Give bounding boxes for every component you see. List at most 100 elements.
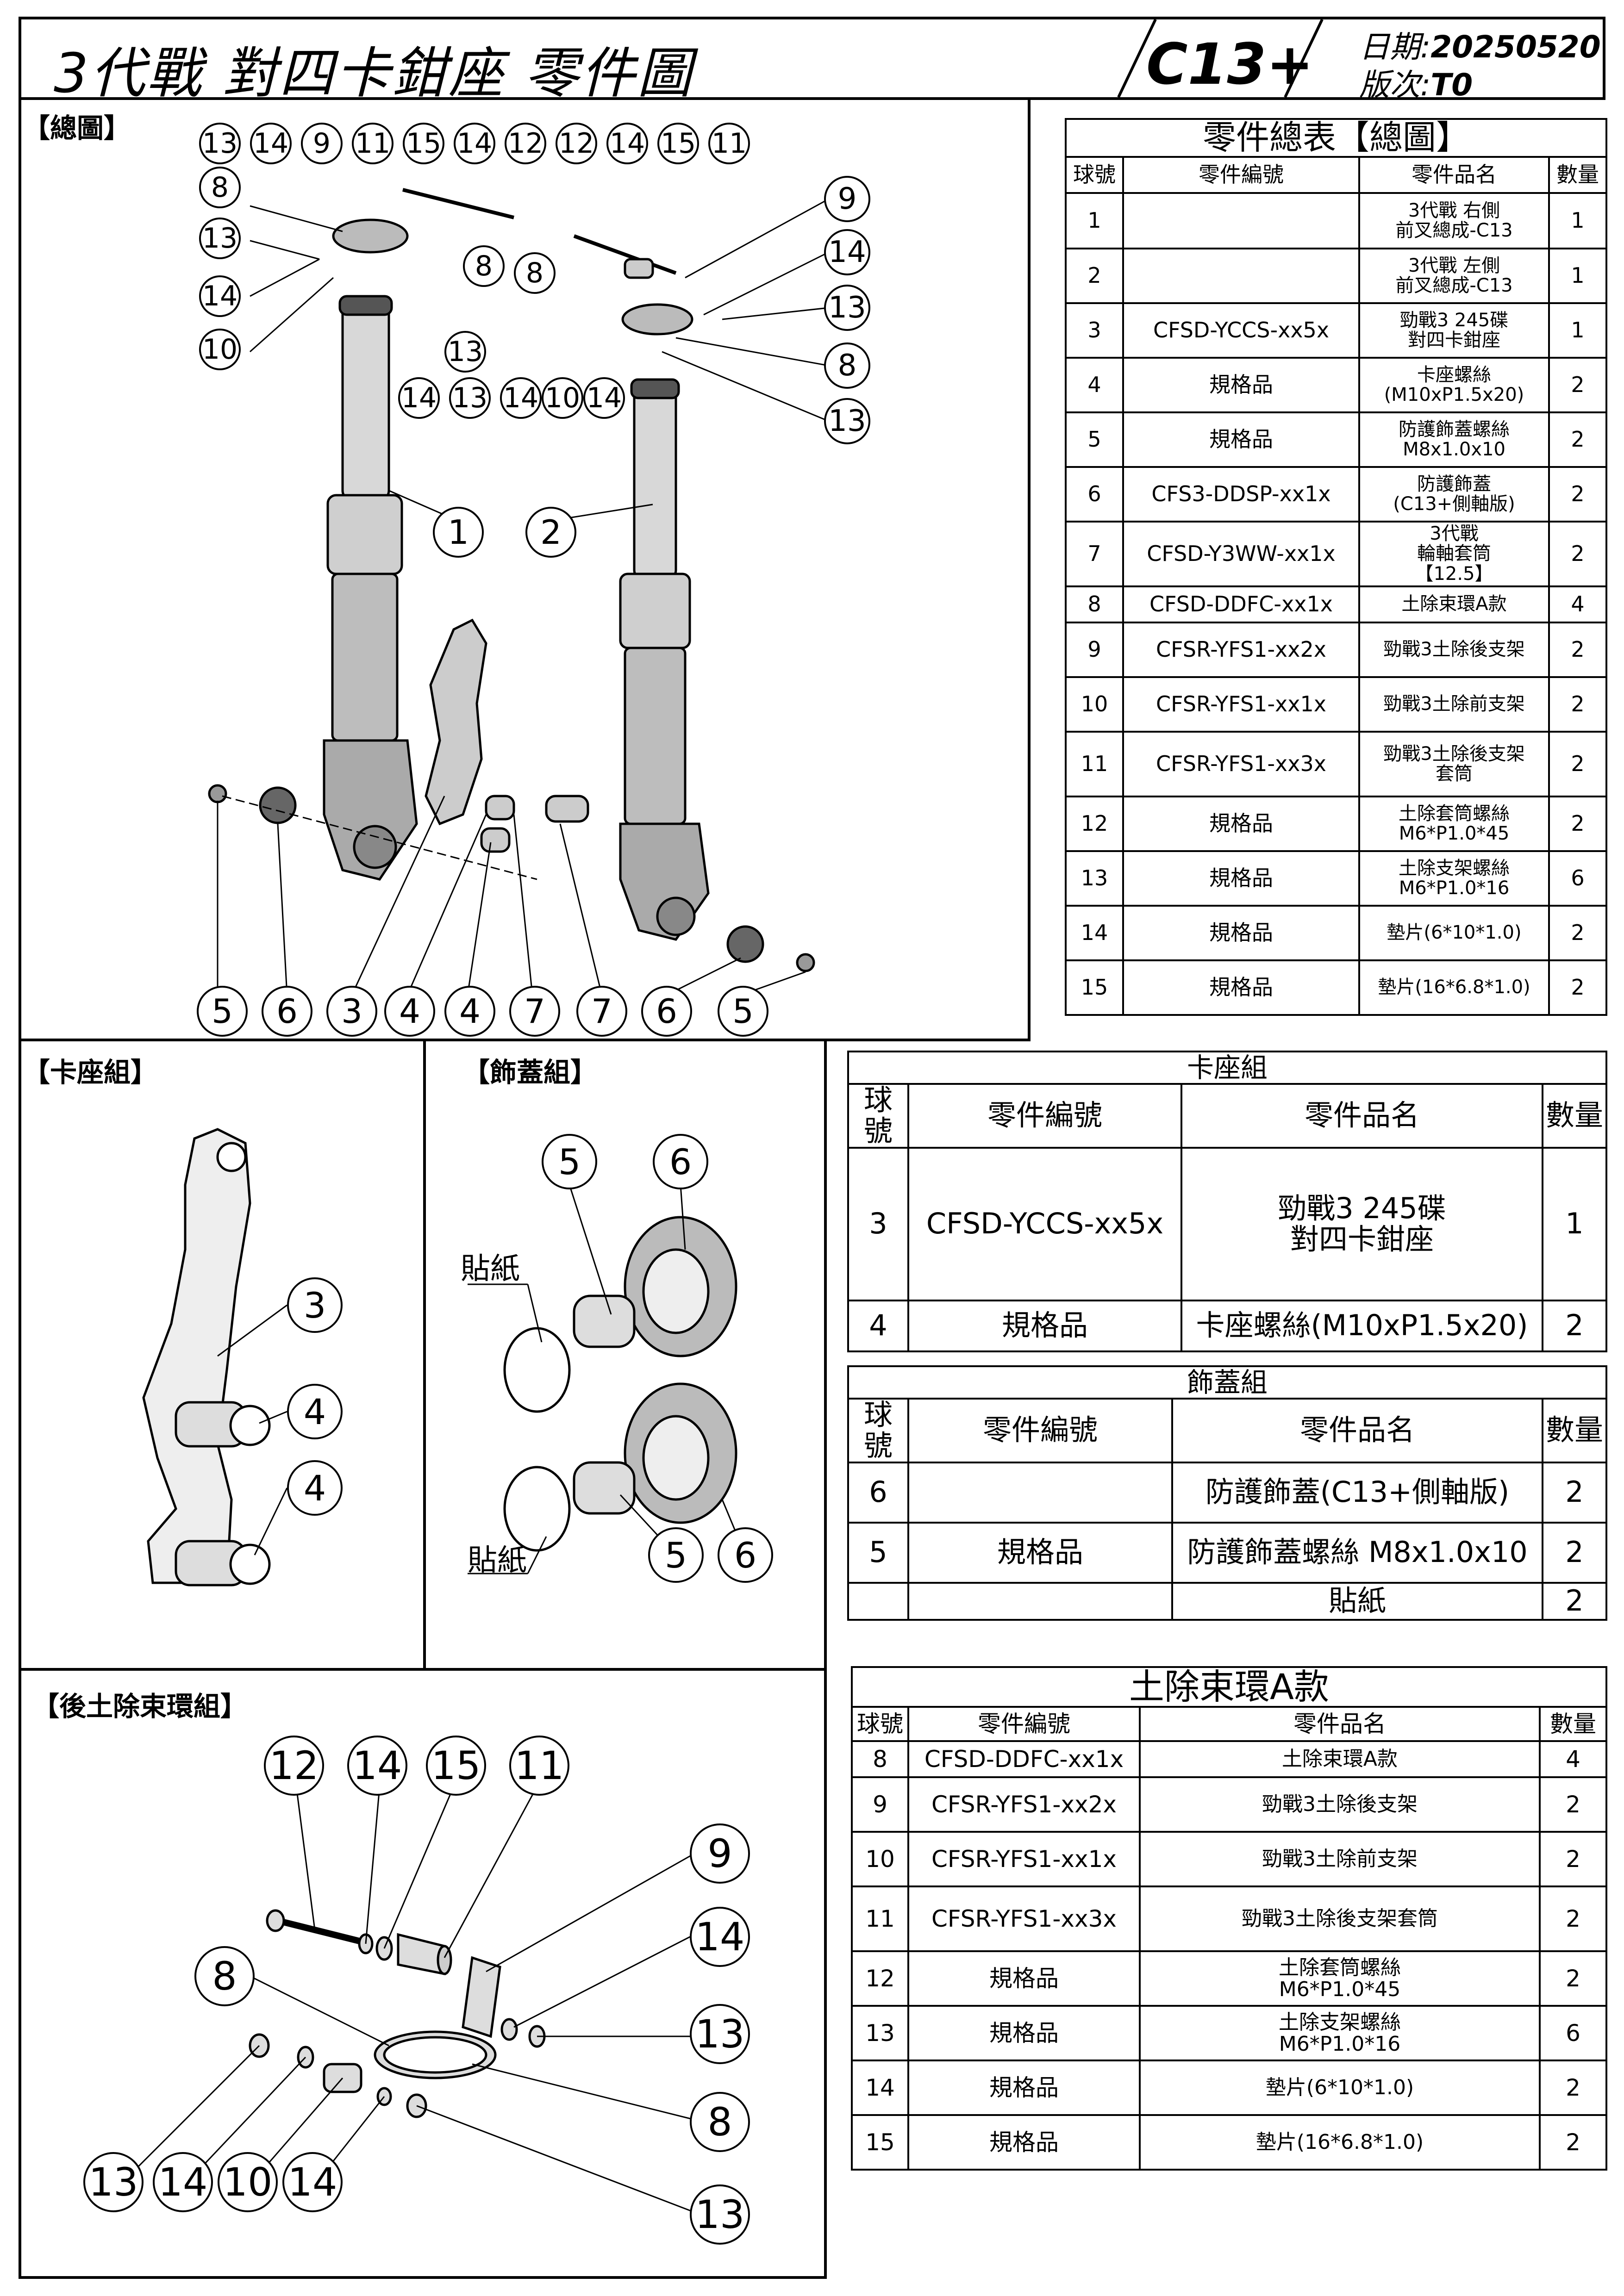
row-part-no: CFSR-YFS1-xx1x: [1122, 676, 1360, 733]
col-qty-header: 數量: [1539, 1706, 1607, 1742]
rear-callout: 13: [83, 2152, 144, 2212]
overview-callout: 14: [199, 275, 241, 317]
rear-callout: 14: [347, 1736, 407, 1796]
row-qty: 2: [1548, 676, 1608, 733]
row-qty: 2: [1541, 1461, 1608, 1524]
rear-callout: 14: [282, 2152, 343, 2212]
main-table-title: 零件總表【總圖】: [1064, 118, 1608, 158]
row-part-name: 墊片(16*6.8*1.0): [1358, 959, 1550, 1016]
row-part-no: CFS3-DDSP-xx1x: [1122, 466, 1360, 523]
overview-callout: 13: [824, 285, 870, 331]
row-qty: 4: [1539, 1740, 1607, 1779]
row-part-name: 防護飾蓋螺絲 M8x1.0x10: [1171, 1521, 1543, 1584]
overview-callout: 8: [463, 245, 505, 287]
row-part-name: 土除支架螺絲 M6*P1.0*16: [1139, 2005, 1541, 2062]
row-no: 12: [851, 1950, 909, 2007]
row-part-name: 卡座螺絲(M10xP1.5x20): [1181, 1299, 1543, 1352]
row-part-no: CFSD-DDFC-xx1x: [1122, 585, 1360, 623]
row-part-name: 土除束環A款: [1358, 585, 1550, 623]
cover-callout: 6: [653, 1134, 708, 1189]
overview-leader-lines: [217, 198, 829, 996]
row-part-name: 勁戰3土除前支架: [1139, 1831, 1541, 1888]
caliper-callout: 3: [287, 1277, 343, 1333]
col-name-header: 零件品名: [1358, 156, 1550, 194]
row-no: 1: [1065, 192, 1124, 249]
version-value: T0: [1430, 67, 1473, 103]
overview-callout: 15: [403, 123, 444, 164]
row-part-no: CFSD-Y3WW-xx1x: [1122, 521, 1360, 587]
overview-callout: 6: [641, 986, 692, 1037]
overview-callout: 8: [824, 342, 870, 389]
overview-callout: 13: [444, 331, 486, 373]
row-part-name: 防護飾蓋 (C13+側軸版): [1358, 466, 1550, 523]
row-qty: 2: [1539, 1885, 1607, 1953]
overview-callout: 13: [824, 398, 870, 444]
row-part-name: 土除套筒螺絲 M6*P1.0*45: [1139, 1950, 1541, 2007]
overview-callout: 7: [576, 986, 627, 1037]
rear-callout: 9: [690, 1823, 750, 1884]
overview-callout: 7: [509, 986, 560, 1037]
col-qty-header: 數量: [1548, 156, 1608, 194]
overview-callout: 14: [398, 377, 440, 419]
row-qty: 1: [1548, 192, 1608, 249]
row-no: 8: [851, 1740, 909, 1779]
row-no: 7: [1065, 521, 1124, 587]
row-qty: 2: [1541, 1581, 1608, 1621]
cover-callout: 5: [648, 1527, 704, 1583]
sticker-label: 貼紙: [461, 1252, 520, 1286]
row-part-name: 墊片(16*6.8*1.0): [1139, 2114, 1541, 2171]
row-part-no: 規格品: [1122, 905, 1360, 961]
row-part-name: 墊片(6*10*1.0): [1139, 2060, 1541, 2116]
row-no: 3: [847, 1146, 909, 1301]
overview-callout: 15: [657, 123, 699, 164]
overview-callout: 6: [262, 986, 312, 1037]
row-part-name: 勁戰3土除後支架套筒: [1139, 1885, 1541, 1953]
row-part-no: 規格品: [1122, 357, 1360, 413]
overview-callout: 13: [199, 123, 241, 164]
row-part-no: CFSR-YFS1-xx2x: [907, 1776, 1141, 1833]
caliper-table-title: 卡座組: [847, 1051, 1608, 1085]
row-part-no: 規格品: [907, 2005, 1141, 2062]
overview-callout: 14: [454, 123, 495, 164]
col-no-header: 球號: [847, 1083, 909, 1149]
row-qty: 2: [1548, 796, 1608, 852]
row-qty: 1: [1548, 248, 1608, 304]
overview-callout: 1: [433, 507, 484, 558]
col-name-header: 零件品名: [1171, 1398, 1543, 1463]
rear-callout: 14: [153, 2152, 213, 2212]
row-qty: 2: [1548, 521, 1608, 587]
row-qty: 2: [1541, 1299, 1608, 1352]
row-qty: 4: [1548, 585, 1608, 623]
row-qty: 2: [1539, 1831, 1607, 1888]
row-part-name: 防護飾蓋螺絲 M8x1.0x10: [1358, 411, 1550, 468]
overview-callout: 14: [250, 123, 292, 164]
row-part-no: CFSD-YCCS-xx5x: [1122, 302, 1360, 359]
row-no: 6: [1065, 466, 1124, 523]
row-no: 10: [851, 1831, 909, 1888]
row-part-no: [907, 1581, 1173, 1621]
rear-callout: 15: [426, 1736, 486, 1796]
rear-mud-frame: [19, 1668, 827, 2279]
col-part-no-header: 零件編號: [907, 1398, 1173, 1463]
rear-callout: 14: [690, 1907, 750, 1967]
overview-label: 【總圖】: [23, 112, 131, 144]
version-field: 版次:T0: [1359, 60, 1473, 105]
cover-callout: 6: [718, 1527, 773, 1583]
overview-callout: 5: [197, 986, 248, 1037]
row-no: 5: [1065, 411, 1124, 468]
